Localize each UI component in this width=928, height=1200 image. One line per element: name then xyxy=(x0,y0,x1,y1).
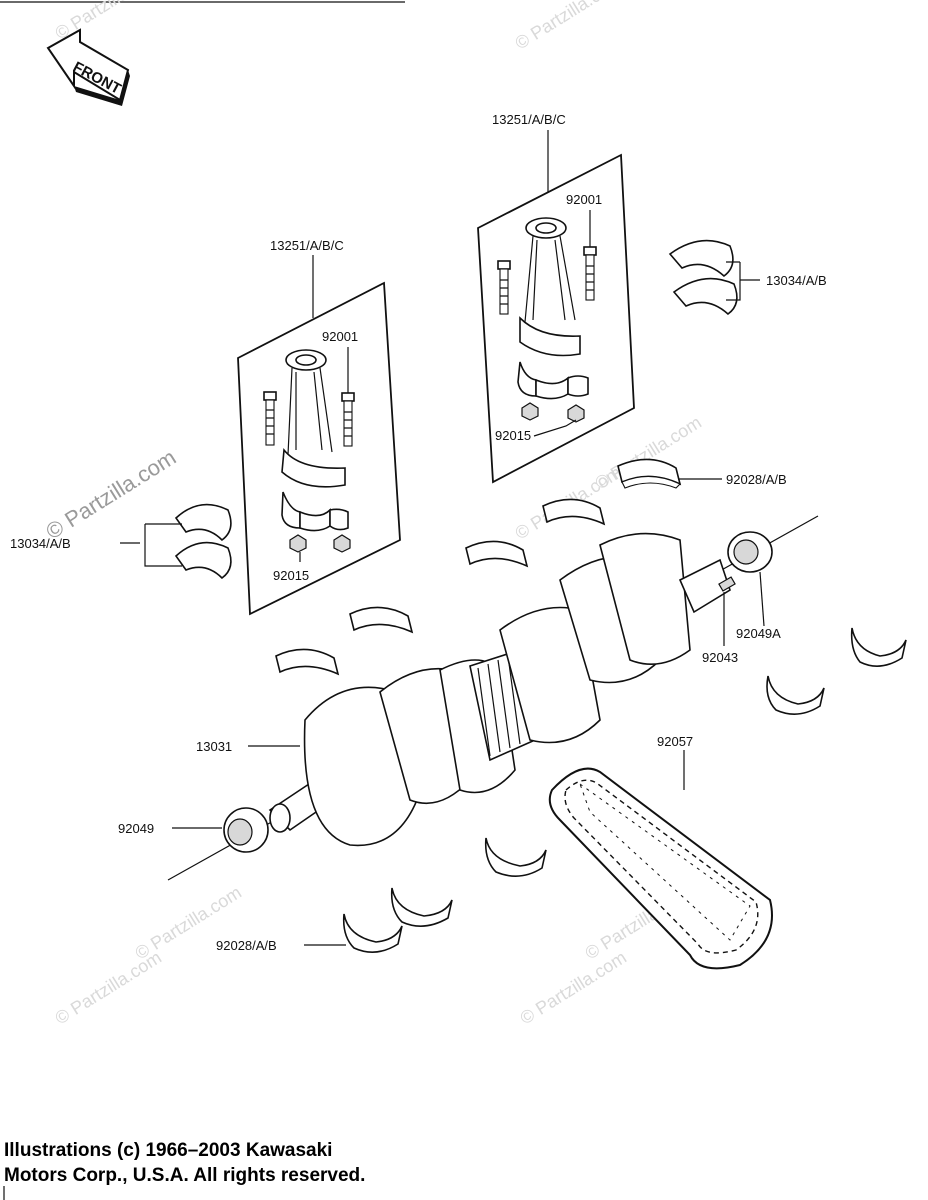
rod-nut-left-a xyxy=(289,534,307,553)
callout-chain: 92057 xyxy=(657,734,693,749)
callout-rod-set-left: 13251/A/B/C xyxy=(270,238,344,253)
rod-cap-right xyxy=(517,361,589,400)
bearing-shell xyxy=(342,913,403,953)
connecting-rod-left xyxy=(281,349,346,488)
bearing-shell xyxy=(275,648,340,676)
oil-seal-left xyxy=(223,807,269,853)
rod-set-right xyxy=(477,130,635,484)
rod-bolt-right-a xyxy=(497,260,511,315)
bearing-shell xyxy=(766,675,825,715)
bearing-shell xyxy=(390,887,453,927)
leader-lines xyxy=(120,261,765,946)
callout-nut-left: 92015 xyxy=(273,568,309,583)
cam-chain xyxy=(548,767,773,970)
callout-seal-left: 92049 xyxy=(118,821,154,836)
callout-key: 92043 xyxy=(702,650,738,665)
callout-bolt-right: 92001 xyxy=(566,192,602,207)
rod-nut-left-b xyxy=(333,534,351,553)
callout-crankshaft: 13031 xyxy=(196,739,232,754)
thrust-washer-right xyxy=(668,239,738,316)
callout-rod-set-right: 13251/A/B/C xyxy=(492,112,566,127)
callout-seal-right: 92049A xyxy=(736,626,781,641)
oil-seal-right xyxy=(727,531,773,573)
copyright-notice: Illustrations (c) 1966–2003 Kawasaki Mot… xyxy=(4,1138,365,1188)
watermark-main: © Partzilla.com xyxy=(41,444,180,544)
bearing-shell xyxy=(617,458,682,489)
bearing-shell xyxy=(850,627,907,667)
copyright-line-1: Illustrations (c) 1966–2003 Kawasaki xyxy=(4,1140,333,1161)
watermark: © Partzilla.com xyxy=(512,0,625,53)
bearing-shell xyxy=(542,498,606,526)
callout-bearing-upper: 92028/A/B xyxy=(726,472,787,487)
callout-bearing-lower: 92028/A/B xyxy=(216,938,277,953)
rod-nut-right-b xyxy=(567,404,585,423)
rod-bolt-right-b xyxy=(583,246,597,301)
copyright-line-2: Motors Corp., U.S.A. All rights reserved… xyxy=(4,1165,366,1186)
bearing-shell xyxy=(465,540,529,568)
watermark-layer: © Partzilla.com © Partzilla.com © Partzi… xyxy=(41,0,705,1028)
callout-bolt-left: 92001 xyxy=(322,329,358,344)
bearing-shells xyxy=(275,458,907,953)
bearing-shell xyxy=(484,837,547,877)
bearing-shell xyxy=(349,606,414,634)
watermark: © Partzilla.com xyxy=(517,947,630,1028)
thrust-washer-left xyxy=(174,503,232,580)
callout-thrust-left: 13034/A/B xyxy=(10,536,71,551)
callout-nut-right: 92015 xyxy=(495,428,531,443)
callout-labels: 13251/A/B/C 13251/A/B/C 92001 92001 9201… xyxy=(10,112,827,953)
rod-nut-right-a xyxy=(521,402,539,421)
front-arrow-icon: FRONT xyxy=(46,28,130,106)
rod-bolt-left-b xyxy=(341,392,355,447)
rod-cap-left xyxy=(281,491,349,532)
crankshaft xyxy=(167,515,819,881)
connecting-rod-right xyxy=(519,217,581,357)
crank-key xyxy=(718,576,736,592)
rod-set-left xyxy=(237,255,401,616)
callout-thrust-right: 13034/A/B xyxy=(766,273,827,288)
rod-bolt-left-a xyxy=(263,391,277,446)
